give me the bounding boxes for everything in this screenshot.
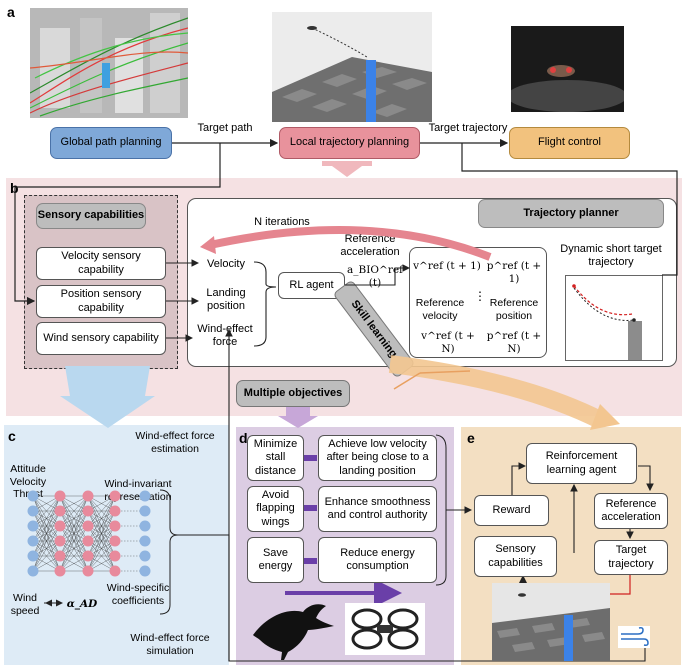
rl-agent-box-e: Reinforcement learning agent: [526, 443, 637, 484]
objective-left-1: Minimize stall distance: [247, 435, 304, 481]
panel-letter-a: a: [7, 4, 15, 20]
sensory-capabilities-title: Sensory capabilities: [36, 203, 146, 229]
reference-states-bracket: [409, 247, 547, 358]
reference-position-label: Reference position: [489, 297, 539, 322]
alpha-ad-label: α_AD: [66, 598, 98, 610]
real-flight-photo: [511, 26, 624, 112]
real-flight-graphic: [511, 26, 624, 112]
simulation-scene-image: [492, 583, 610, 661]
panel-letter-e: e: [467, 430, 475, 446]
panel-letter-c: c: [8, 428, 16, 444]
velocity-t-plus-n: v^ref (t + N): [421, 330, 475, 355]
reward-box: Reward: [474, 495, 549, 526]
wind-icon: [618, 626, 650, 648]
panel-letter-d: d: [239, 430, 248, 446]
bird-silhouette-icon: [253, 604, 334, 660]
panel-letter-b: b: [10, 180, 19, 196]
local-trajectory-planning-box: Local trajectory planning: [279, 127, 420, 159]
target-path-label: Target path: [197, 122, 253, 134]
objective-right-1: Achieve low velocity after being close t…: [318, 435, 437, 481]
n-iterations-label: N iterations: [254, 216, 310, 228]
reference-acceleration-box-e: Reference acceleration: [594, 493, 668, 529]
dynamic-trajectory-graphic: [572, 284, 642, 360]
multiple-objectives-tag: Multiple objectives: [236, 380, 350, 407]
wind-sensory-box: Wind sensory capability: [36, 322, 166, 355]
wind-force-simulation-label: Wind-effect force simulation: [130, 632, 210, 657]
wind-invariant-label: Wind-invariant representation: [104, 478, 172, 503]
target-trajectory-label: Target trajectory: [428, 122, 508, 134]
wind-force-estimation-label: Wind-effect force estimation: [135, 430, 215, 455]
position-t-plus-n: p^ref (t + N): [486, 330, 542, 355]
checkerboard-flight-image: [272, 12, 432, 122]
velocity-t-plus-1: v^ref (t + 1): [413, 260, 481, 272]
landing-position-label: Landing position: [206, 287, 246, 313]
reference-acceleration-math: a_BIO^ref (t): [347, 264, 403, 289]
simulation-scene-graphic: [492, 583, 610, 661]
checkerboard-render-graphic: [272, 12, 432, 122]
city-render-graphic: [30, 8, 188, 118]
sensory-capabilities-box-e: Sensory capabilities: [474, 536, 557, 577]
wind-effect-force-label: Wind-effect force: [197, 323, 253, 349]
objective-left-2: Avoid flapping wings: [247, 486, 304, 532]
neural-network-diagram: [27, 489, 179, 615]
trajectory-planner-title: Trajectory planner: [478, 199, 664, 228]
global-path-planning-box: Global path planning: [50, 127, 172, 159]
velocity-input-label: Velocity: [207, 258, 245, 270]
position-sensory-box: Position sensory capability: [36, 285, 166, 318]
drone-graphic: [351, 608, 419, 650]
target-trajectory-box-e: Target trajectory: [594, 540, 668, 575]
objective-right-3: Reduce energy consumption: [318, 537, 437, 583]
position-t-plus-1: p^ref (t + 1): [486, 260, 542, 285]
wind-speed-label: Wind speed: [10, 592, 40, 617]
velocity-sensory-box: Velocity sensory capability: [36, 247, 166, 280]
wind-icon-graphic: [621, 627, 649, 646]
reference-velocity-label: Reference velocity: [415, 297, 465, 322]
objective-right-2: Enhance smoothness and control authority: [318, 486, 437, 532]
ellipsis-dots: ⋮: [474, 289, 486, 303]
flight-control-box: Flight control: [509, 127, 630, 159]
city-point-cloud-image: [30, 8, 188, 118]
quadrotor-drone-image: [345, 603, 425, 655]
dynamic-trajectory-plot: [565, 275, 663, 361]
dynamic-short-target-trajectory-label: Dynamic short target trajectory: [560, 243, 662, 269]
wind-specific-label: Wind-specific coefficients: [106, 582, 170, 607]
objective-left-3: Save energy: [247, 537, 304, 583]
